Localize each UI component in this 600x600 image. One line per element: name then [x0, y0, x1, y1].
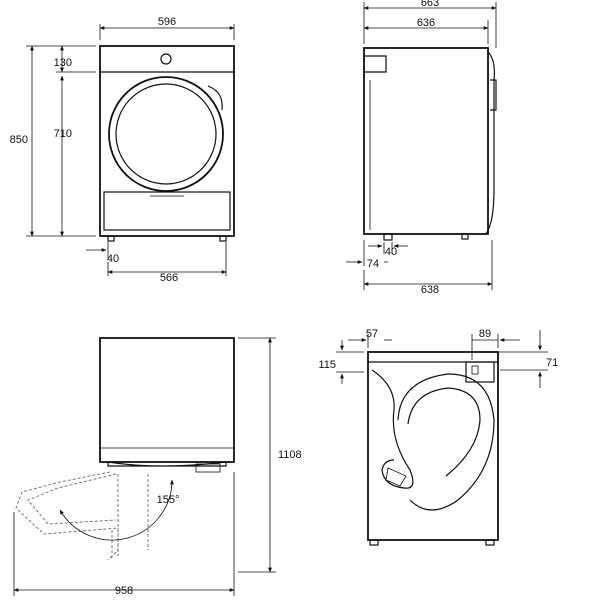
side-view: 663 636 40 74 638 — [346, 0, 497, 296]
dim-depth-total: 663 — [421, 0, 439, 9]
side-door-bulge — [485, 51, 495, 235]
rear-drum-inner — [407, 387, 481, 477]
dim-height-total: 850 — [10, 134, 28, 146]
top-view-body — [99, 337, 235, 463]
dim-rear-right-offset: 89 — [479, 328, 491, 340]
front-view: 596 850 130 710 40 566 — [10, 16, 235, 284]
dim-depth-body: 636 — [417, 17, 435, 29]
rear-outlet — [465, 361, 495, 383]
side-foot-front — [461, 233, 469, 240]
dim-width-door-open: 958 — [115, 585, 133, 597]
dim-height-with-door: 1108 — [278, 449, 302, 461]
dim-rear-left-offset: 57 — [366, 328, 378, 340]
door-angle-arc — [59, 479, 174, 541]
rear-hose — [371, 369, 414, 489]
dim-side-foot-offset: 40 — [385, 246, 397, 258]
side-body — [363, 47, 489, 235]
door-inner — [115, 83, 217, 185]
door-outer — [108, 76, 224, 192]
front-drawer — [103, 191, 231, 231]
rear-drum-outer — [397, 373, 495, 511]
dim-foot-span: 566 — [160, 272, 178, 284]
dim-rear-left-height: 115 — [318, 359, 336, 371]
dim-rear-right-height: 71 — [546, 357, 558, 369]
dim-top-panel: 130 — [54, 57, 72, 69]
rear-body — [367, 351, 499, 541]
dim-depth-base: 638 — [421, 284, 439, 296]
dim-door-height: 710 — [54, 128, 72, 140]
door-open-view: 155° 1108 958 — [13, 337, 302, 597]
dim-width-total: 596 — [158, 16, 176, 28]
front-foot-right — [219, 235, 227, 242]
front-foot-left — [107, 235, 115, 242]
knob-icon — [160, 53, 172, 65]
door-handle — [207, 85, 223, 111]
side-door-handle — [490, 79, 497, 111]
top-view-door-base — [107, 461, 227, 467]
dim-back-offset: 74 — [367, 258, 379, 270]
rear-view: 57 89 115 71 — [318, 328, 558, 546]
front-body — [99, 45, 235, 237]
dim-foot-offset: 40 — [107, 253, 119, 265]
open-door-outline — [15, 471, 119, 561]
dim-door-angle: 155° — [157, 494, 180, 506]
side-back-step — [364, 55, 387, 73]
side-foot-back — [383, 233, 393, 241]
